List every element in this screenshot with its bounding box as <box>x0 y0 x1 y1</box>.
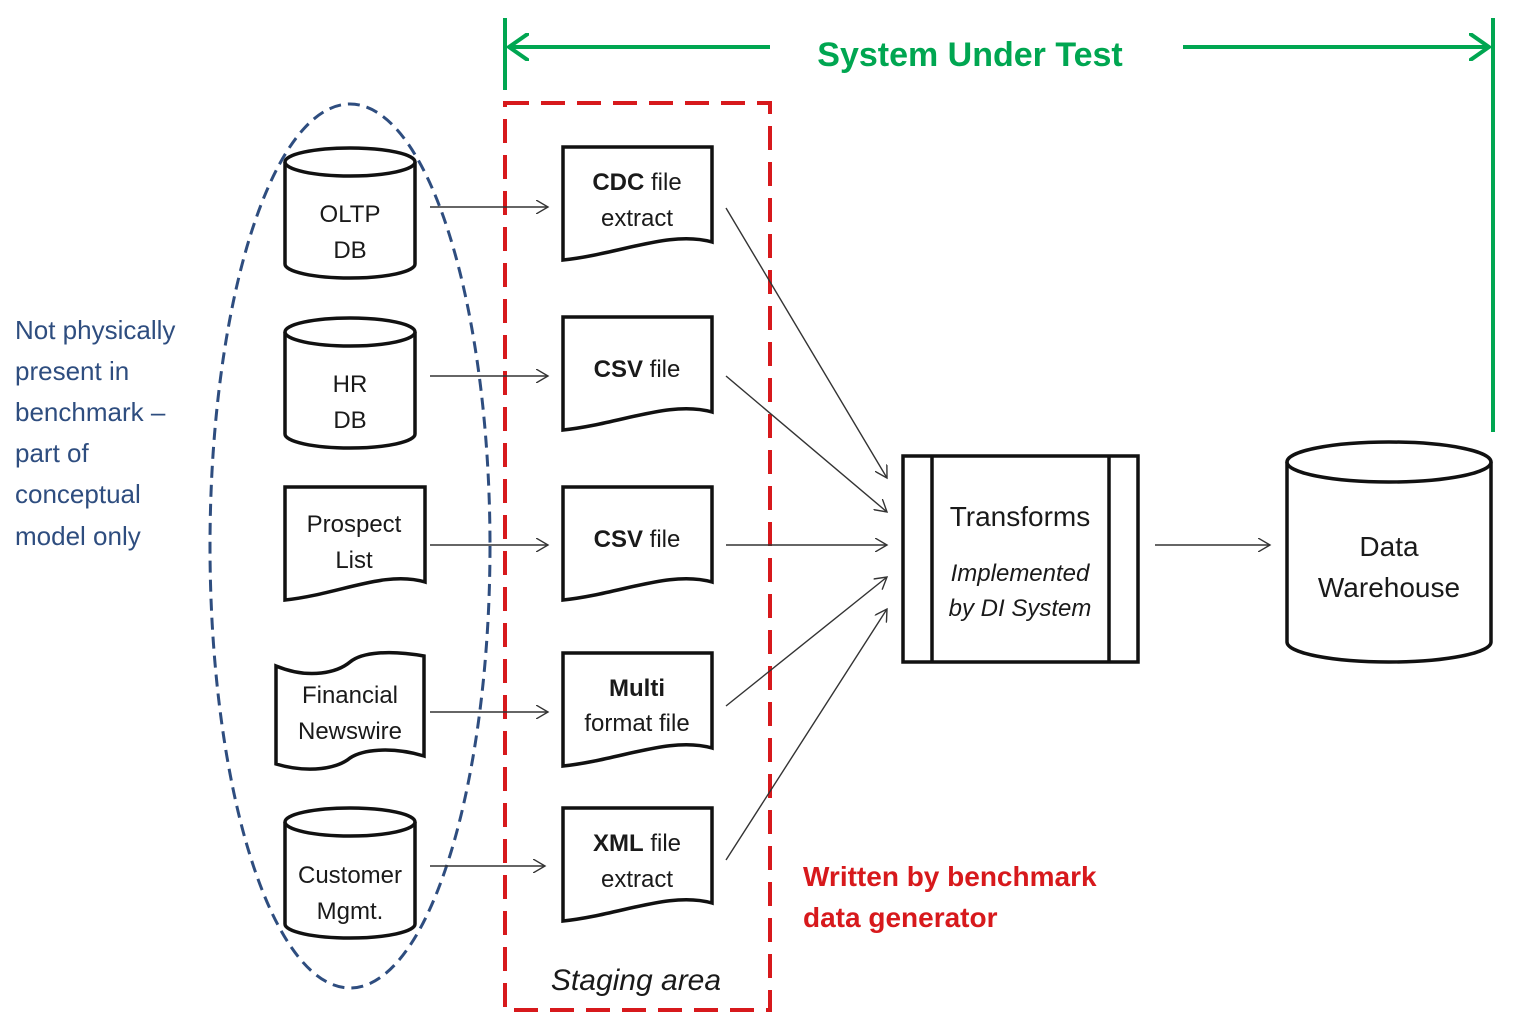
source-label: Prospect <box>307 511 402 538</box>
file-label: Multi <box>609 675 665 702</box>
file-label-bold: CDC <box>592 169 644 196</box>
note-line: present in <box>15 356 129 386</box>
source-label: DB <box>333 407 366 434</box>
note-line: model only <box>15 521 141 551</box>
file-label: XML file <box>593 830 681 857</box>
transforms-subtitle: by DI System <box>949 595 1092 622</box>
file-label-bold: XML <box>593 830 644 857</box>
file-label-bold: CSV <box>594 356 643 383</box>
staging-file-xml: XML file extract <box>561 806 714 923</box>
file-label-bold: Multi <box>609 675 665 702</box>
data-warehouse: Data Warehouse <box>1285 440 1493 664</box>
generator-note: Written by benchmark data generator <box>803 861 1097 933</box>
cylinder-top <box>1285 440 1493 484</box>
sut-title: System Under Test <box>817 36 1122 74</box>
source-to-staging-arrows <box>430 207 548 866</box>
source-oltp-db: OLTP DB <box>283 146 417 280</box>
warehouse-label: Data <box>1359 531 1419 562</box>
file-label-rest: file <box>644 830 681 857</box>
staging-file-multi-format: Multi format file <box>561 651 714 768</box>
source-prospect-list: Prospect List <box>283 485 427 602</box>
cylinder-body <box>1285 462 1493 664</box>
generator-note-line: data generator <box>803 902 998 933</box>
document-shape <box>561 651 714 768</box>
transforms-process: Transforms Implemented by DI System <box>901 454 1140 664</box>
transforms-subtitle: Implemented <box>951 560 1090 587</box>
warehouse-label: Warehouse <box>1318 572 1460 603</box>
cylinder-body <box>283 162 417 280</box>
document-shape <box>561 806 714 923</box>
generator-note-line: Written by benchmark <box>803 861 1097 892</box>
document-shape <box>283 485 427 602</box>
source-label: Customer <box>298 862 402 889</box>
transforms-title: Transforms <box>950 501 1091 532</box>
file-label-line2: extract <box>601 866 673 893</box>
staging-area-label: Staging area <box>551 964 721 997</box>
source-hr-db: HR DB <box>283 316 417 450</box>
arrow-xml-to-transforms <box>725 609 887 861</box>
conceptual-model-note: Not physically present in benchmark – pa… <box>15 315 175 551</box>
tape-shape <box>274 650 426 771</box>
staging-file-csv-2: CSV file <box>561 485 714 602</box>
staging-file-cdc: CDC file extract <box>561 145 714 262</box>
file-label-rest: file <box>643 526 680 553</box>
cylinder-body <box>283 332 417 450</box>
source-label: Financial <box>302 682 398 709</box>
file-label: CDC file <box>592 169 681 196</box>
staging-area-box <box>503 101 772 1012</box>
document-shape <box>561 145 714 262</box>
file-label-rest: file <box>644 169 681 196</box>
source-label: OLTP <box>320 201 381 228</box>
cylinder-top <box>283 146 417 178</box>
staging-to-transforms-arrows <box>725 207 887 861</box>
cylinder-top <box>283 316 417 348</box>
cylinder-body <box>283 822 417 940</box>
staging-file-csv-1: CSV file <box>561 315 714 432</box>
system-under-test-bracket: System Under Test <box>503 18 1495 432</box>
note-line: benchmark – <box>15 397 166 427</box>
file-label: CSV file <box>594 526 681 553</box>
file-label-rest: file <box>643 356 680 383</box>
file-label-line2: extract <box>601 205 673 232</box>
document-shape <box>561 315 714 432</box>
file-label: CSV file <box>594 356 681 383</box>
arrow-multi-to-transforms <box>725 577 887 707</box>
process-box <box>901 454 1140 664</box>
source-financial-newswire: Financial Newswire <box>274 650 426 771</box>
conceptual-sources-ellipse <box>208 102 492 990</box>
note-line: Not physically <box>15 315 175 345</box>
source-label: DB <box>333 237 366 264</box>
arrow-csv1-to-transforms <box>725 375 887 512</box>
arrow-cdc-to-transforms <box>725 207 887 478</box>
source-label: Newswire <box>298 718 402 745</box>
source-label: List <box>335 547 373 574</box>
note-line: part of <box>15 438 89 468</box>
file-label-line2: format file <box>584 710 689 737</box>
file-label-bold: CSV <box>594 526 643 553</box>
cylinder-top <box>283 806 417 838</box>
source-customer-mgmt: Customer Mgmt. <box>283 806 417 940</box>
note-line: conceptual <box>15 479 141 509</box>
document-shape <box>561 485 714 602</box>
source-label: Mgmt. <box>317 898 384 925</box>
source-label: HR <box>333 371 368 398</box>
